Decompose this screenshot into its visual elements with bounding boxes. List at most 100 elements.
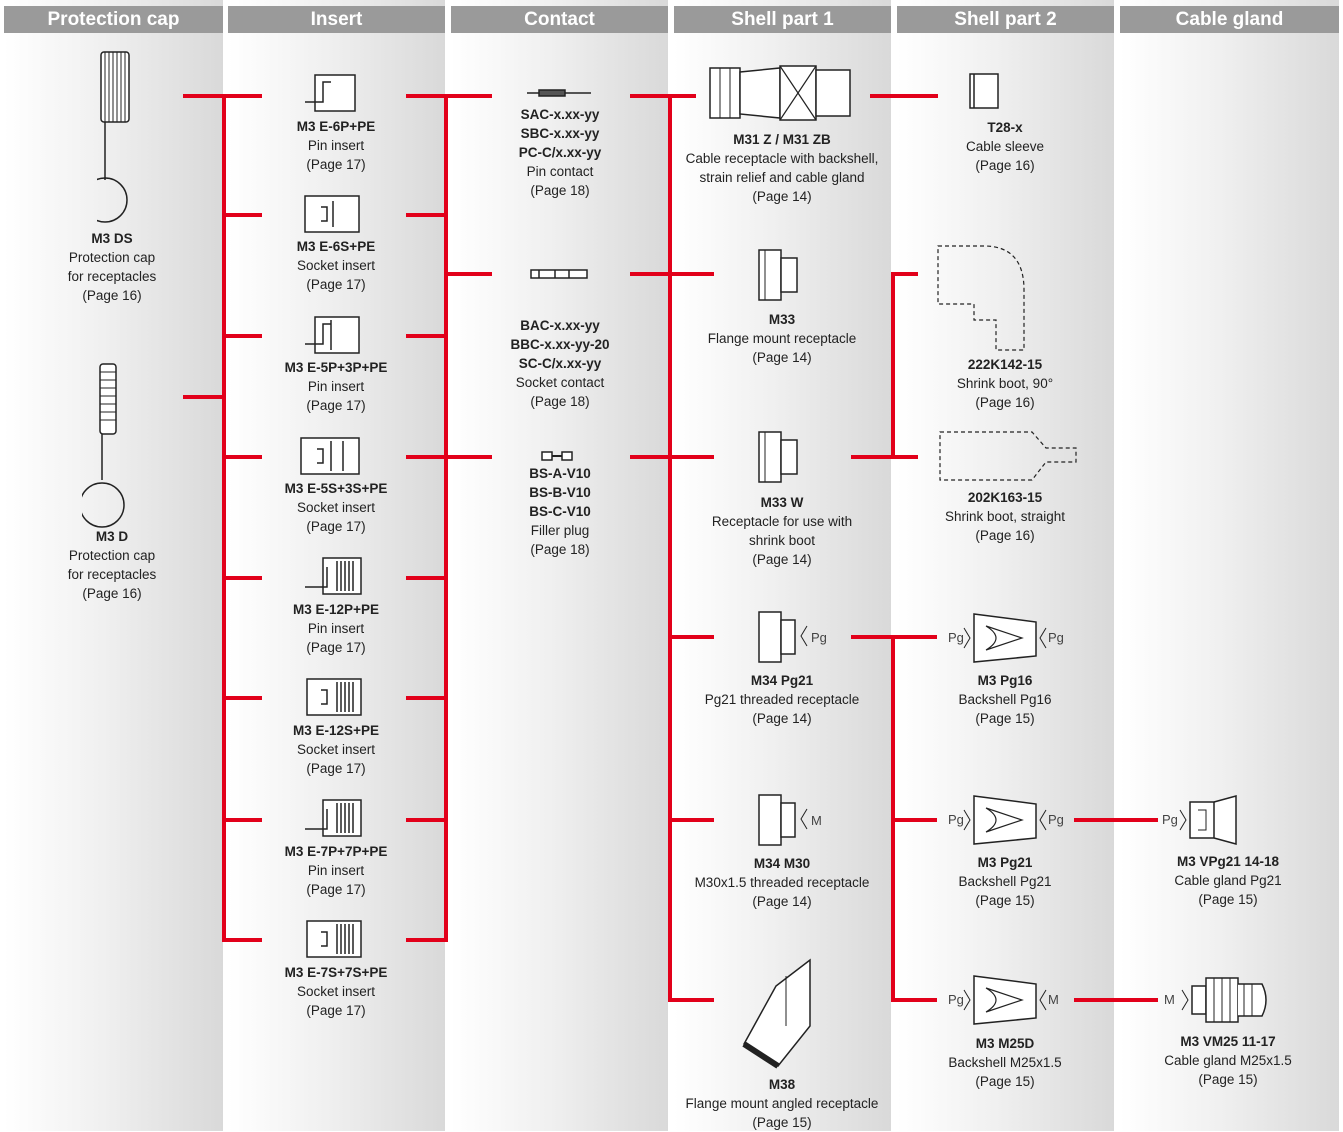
pin-contact-icon — [527, 89, 591, 97]
protection-cap-ds-icon — [97, 51, 130, 223]
socket-contact-icon — [530, 269, 588, 279]
svg-text:Pg: Pg — [948, 992, 964, 1007]
product-code: M3 VM25 11-17 — [1180, 1034, 1276, 1049]
product-description: (Page 15) — [975, 1074, 1035, 1089]
product-description: Flange mount angled receptacle — [685, 1096, 879, 1111]
product-description: (Page 16) — [975, 395, 1035, 410]
product-code: BS-B-V10 — [529, 485, 591, 500]
pin-insert-6p-icon — [305, 74, 356, 112]
product-description: Backshell M25x1.5 — [948, 1055, 1062, 1070]
header-cable-gland: Cable gland — [1120, 6, 1339, 33]
product-description: Pin insert — [307, 379, 365, 394]
m34-backshell-connector — [851, 635, 937, 1002]
product-description: (Page 15) — [752, 1115, 812, 1130]
product-description: Receptacle for use with — [711, 514, 853, 529]
svg-text:Pg: Pg — [1162, 812, 1178, 827]
product-code: 222K142-15 — [967, 357, 1043, 372]
product-description: (Page 18) — [530, 183, 590, 198]
socket-insert-5s-icon — [300, 437, 360, 475]
product-description: Socket insert — [296, 258, 376, 273]
pin-insert-5p-icon — [305, 316, 360, 354]
column-shell-part-2 — [897, 0, 1114, 1131]
product-code: T28-x — [987, 120, 1023, 135]
protection-cap-d-icon — [82, 363, 125, 528]
product-code: SBC-x.xx-yy — [520, 126, 600, 141]
product-code: M3 M25D — [975, 1036, 1035, 1051]
product-description: Socket insert — [296, 500, 376, 515]
header-protection-cap: Protection cap — [4, 6, 223, 33]
product-description: Socket insert — [296, 742, 376, 757]
product-code: BS-A-V10 — [529, 466, 591, 481]
product-code: SC-C/x.xx-yy — [518, 356, 602, 371]
product-code: M3 D — [95, 529, 129, 544]
product-code: BBC-x.xx-yy-20 — [510, 337, 610, 352]
product-code: M3 E-12P+PE — [293, 602, 379, 617]
socket-insert-12s-icon — [306, 678, 362, 716]
product-description: Cable sleeve — [965, 139, 1045, 154]
product-description: (Page 17) — [306, 882, 366, 897]
m33w-boot-connector — [851, 272, 918, 459]
product-code: M3 E-7S+7S+PE — [284, 965, 388, 980]
product-description: Backshell Pg21 — [958, 874, 1052, 889]
product-code: M33 W — [760, 495, 804, 510]
pin-insert-7p-icon — [305, 799, 362, 837]
product-code: M34 M30 — [753, 856, 811, 871]
product-code: M3 E-7P+7P+PE — [284, 844, 388, 859]
product-description: (Page 18) — [530, 542, 590, 557]
svg-text:M: M — [1164, 992, 1175, 1007]
product-description: (Page 15) — [1198, 892, 1258, 907]
socket-insert-6s-icon — [304, 195, 360, 233]
product-description: Socket contact — [515, 375, 605, 390]
product-description: (Page 14) — [752, 350, 812, 365]
product-description: Cable gland M25x1.5 — [1164, 1053, 1292, 1068]
product-code: M3 E-12S+PE — [293, 723, 379, 738]
product-description: (Page 14) — [752, 711, 812, 726]
product-description: (Page 17) — [306, 519, 366, 534]
product-code: M3 DS — [91, 231, 133, 246]
shrink-boot-straight-icon — [939, 431, 1077, 481]
product-code: M31 Z / M31 ZB — [733, 132, 831, 147]
flange-receptacle-m33-icon — [758, 249, 798, 301]
product-description: (Page 16) — [975, 528, 1035, 543]
product-description: (Page 15) — [1198, 1072, 1258, 1087]
receptacle-m33w-icon — [758, 431, 798, 483]
header-insert: Insert — [228, 6, 445, 33]
product-description: Protection cap — [68, 548, 156, 563]
threaded-receptacle-m30-icon: M — [758, 794, 822, 846]
product-code: M3 E-5S+3S+PE — [284, 481, 388, 496]
column-protection-cap — [4, 0, 223, 1131]
cable-gland-m25-icon: M — [1164, 977, 1267, 1023]
product-code: BS-C-V10 — [529, 504, 591, 519]
contact-connector — [630, 94, 714, 1002]
product-code: M34 Pg21 — [750, 673, 814, 688]
svg-text:Pg: Pg — [948, 812, 964, 827]
backshell-gland-connector — [1074, 818, 1158, 1002]
shrink-boot-90-icon — [937, 245, 1025, 351]
product-code: 202K163-15 — [967, 490, 1043, 505]
insert-connector — [406, 94, 492, 942]
product-description: (Page 16) — [82, 288, 142, 303]
column-contact — [451, 0, 668, 1131]
product-description: (Page 17) — [306, 761, 366, 776]
svg-text:M: M — [811, 813, 822, 828]
column-cable-gland — [1120, 0, 1339, 1131]
svg-text:Pg: Pg — [948, 630, 964, 645]
